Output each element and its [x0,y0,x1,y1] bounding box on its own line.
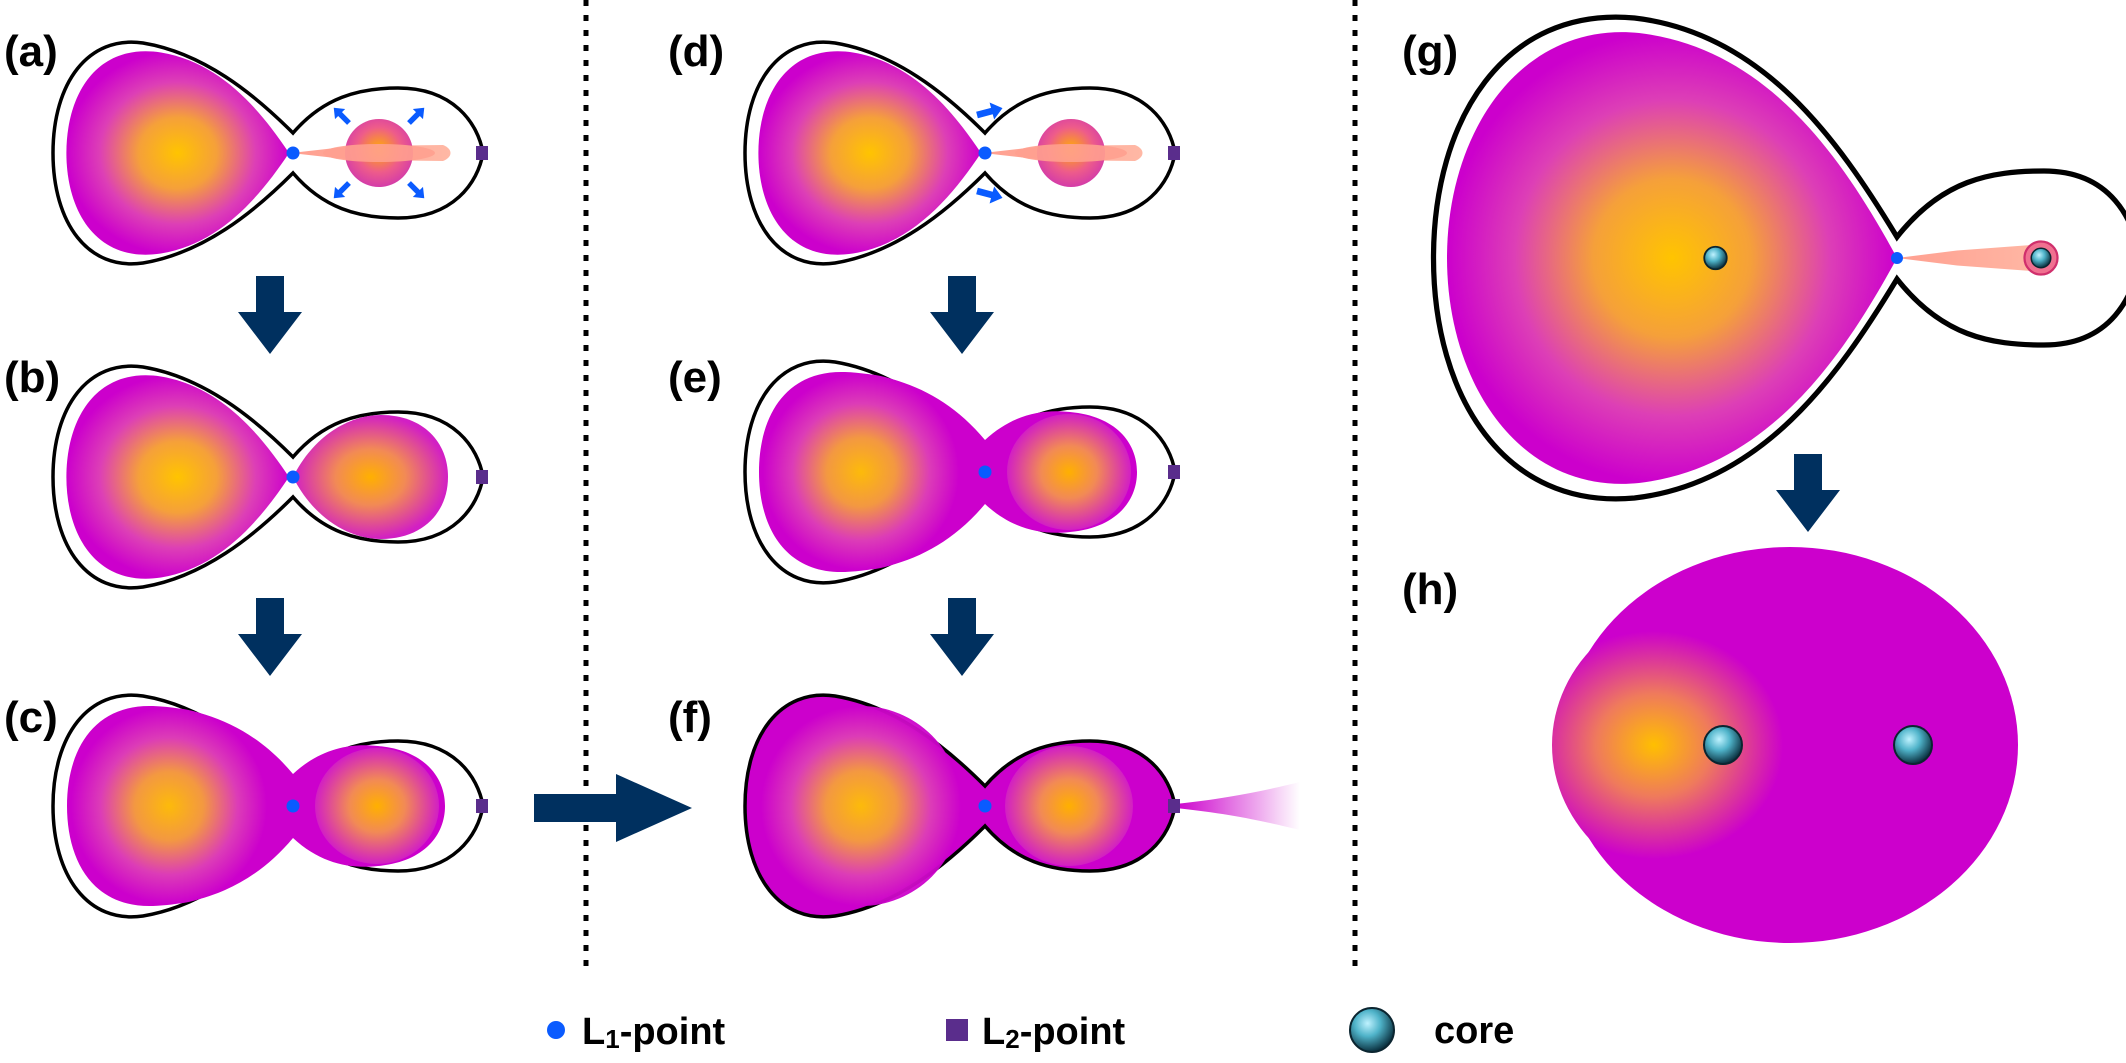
panel-a: (a) [4,27,488,354]
legend-l2-subscript: 2 [1005,1024,1019,1054]
down-arrow-icon [238,598,302,676]
panel-g: (g) [1402,14,2126,532]
l2-point [1168,146,1180,160]
giant-donor-envelope [1447,32,1897,484]
l1-point [286,146,300,160]
panel-d: (d) [668,27,1180,354]
l2-point [476,470,488,484]
panel-label-b: (b) [4,353,60,402]
svg-text:L1-point: L1-point [582,1011,726,1054]
panel-label-e: (e) [668,353,722,402]
companion-core [1893,725,1933,765]
accretion-disk [1015,144,1127,162]
mass-stream [1897,244,2045,272]
l1-point [1891,252,1903,264]
l2-point [476,146,488,160]
panel-label-d: (d) [668,27,724,76]
donor-star [66,51,289,255]
l1-point [978,465,992,479]
panel-h: (h) [1402,547,2018,943]
legend-l1-prefix: L [582,1011,605,1053]
legend-l1-subscript: 1 [605,1024,619,1054]
blue-dot-icon [547,1021,565,1039]
panel-b: (b) [4,353,488,676]
panel-f: (f) [668,693,1300,919]
legend-l1-suffix: -point [620,1011,726,1053]
down-arrow-icon [930,598,994,676]
l1-point [286,799,300,813]
panel-label-g: (g) [1402,27,1458,76]
l2-point [476,799,488,813]
l1-point [978,799,992,813]
accretor-star [293,415,448,539]
core [1703,245,1728,271]
down-arrow-icon [1776,454,1840,532]
donor-star [66,375,289,579]
legend-l1: L1-point [547,1011,726,1054]
core-sphere-icon [1349,1007,1395,1053]
legend-l2-suffix: -point [1020,1011,1126,1053]
legend-core-label: core [1434,1010,1514,1052]
panel-label-c: (c) [4,693,58,742]
panel-label-h: (h) [1402,565,1458,614]
core [1703,725,1743,765]
panel-e: (e) [668,353,1180,676]
panel-label-a: (a) [4,27,58,76]
donor-star [758,51,981,255]
l2-point [1168,799,1180,813]
legend-l2-prefix: L [982,1011,1005,1053]
purple-square-icon [946,1019,968,1041]
legend: L1-point L2-point core [547,1007,1514,1054]
l1-point [978,146,992,160]
legend-l2: L2-point [946,1011,1126,1054]
l1-point [286,470,300,484]
svg-text:L2-point: L2-point [982,1011,1126,1054]
right-arrow-icon [534,774,692,842]
down-arrow-icon [238,276,302,354]
panel-c: (c) [4,693,488,919]
legend-core: core [1349,1007,1514,1053]
down-arrow-icon [930,276,994,354]
l2-point [1168,465,1180,479]
companion-core [2030,247,2052,269]
accretion-disk [323,144,435,162]
panel-label-f: (f) [668,693,712,742]
l2-outflow [1175,782,1300,830]
